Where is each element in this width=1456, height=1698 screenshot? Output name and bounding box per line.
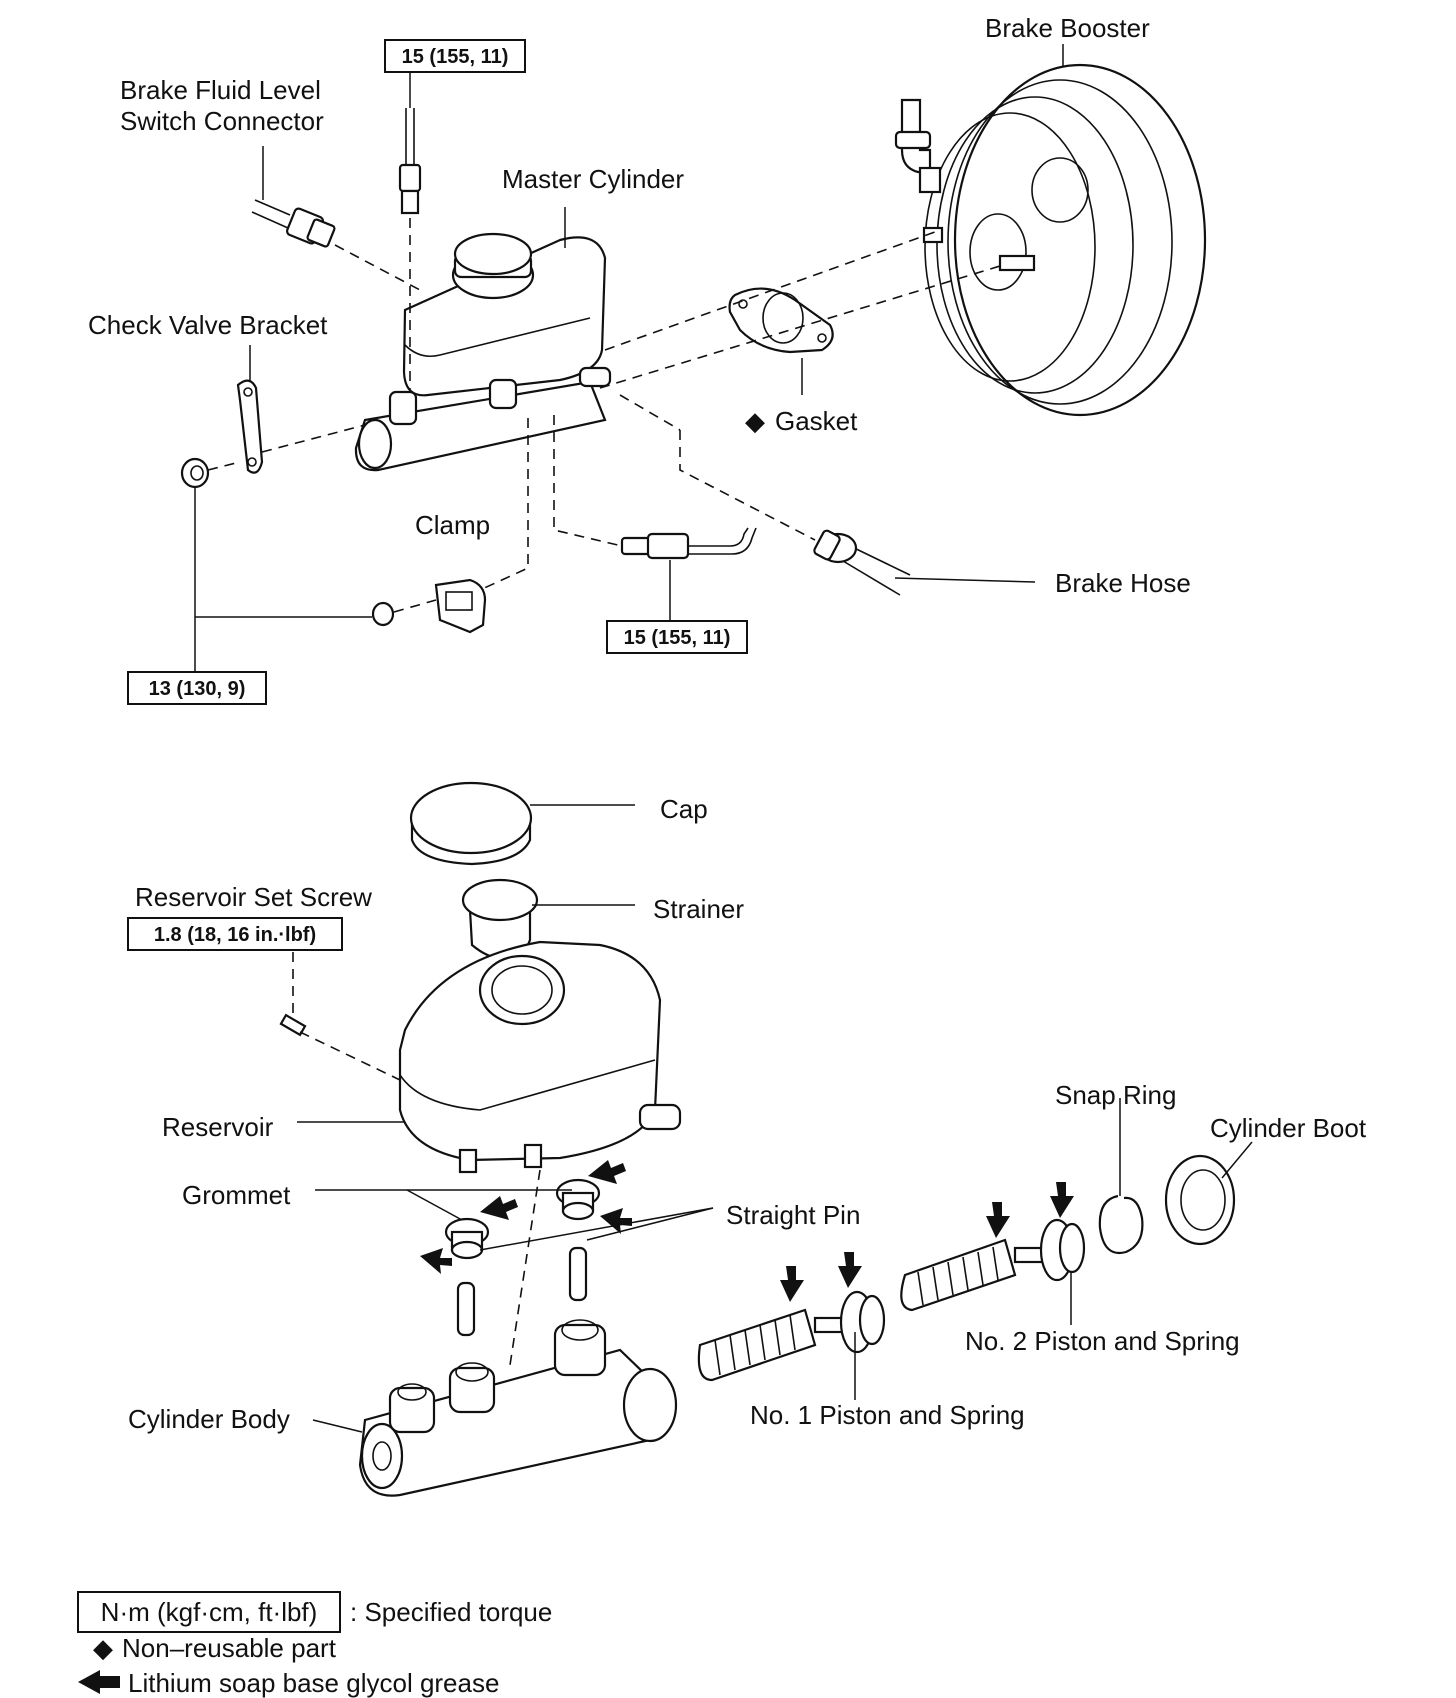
straight-pins: [456, 1246, 588, 1337]
label-gasket: Gasket: [775, 406, 858, 436]
cap: [409, 781, 533, 866]
reservoir-set-screw: [279, 1013, 307, 1037]
label-brake-hose: Brake Hose: [1055, 568, 1191, 598]
no2-piston-and-spring: [900, 1218, 1086, 1312]
middle-brake-line-fitting: [620, 527, 757, 560]
legend-torque-text: : Specified torque: [350, 1597, 552, 1627]
alignment-lines-bottom: [292, 918, 541, 1366]
label-cylinder-boot: Cylinder Boot: [1210, 1113, 1367, 1143]
flange-nut: [180, 457, 210, 489]
brake-booster: [894, 63, 1207, 417]
torque-box-set-screw: 1.8 (18, 16 in.·lbf): [127, 917, 343, 951]
torque-set-screw-text: 1.8 (18, 16 in.·lbf): [154, 924, 316, 946]
label-check-valve-bracket: Check Valve Bracket: [88, 310, 328, 340]
legend-diamond: ◆: [93, 1633, 113, 1663]
torque-top-text: 15 (155, 11): [402, 46, 509, 68]
grommet-right: [555, 1178, 601, 1221]
legend-nonreusable-text: Non–reusable part: [122, 1633, 337, 1663]
label-straight-pin: Straight Pin: [726, 1200, 860, 1230]
torque-box-top: 15 (155, 11): [384, 39, 526, 73]
label-brake-fluid-switch-line2: Switch Connector: [120, 106, 324, 136]
leader-lines-top: [194, 44, 1064, 672]
grease-arrows: [420, 1160, 1074, 1302]
cylinder-body: [358, 1319, 678, 1497]
master-cylinder: [354, 232, 612, 472]
reservoir: [398, 940, 682, 1174]
labels: Brake Booster Brake Fluid Level Switch C…: [88, 13, 1367, 1434]
torque-middle-text: 15 (155, 11): [624, 627, 731, 649]
strainer: [461, 878, 539, 960]
label-no1-piston: No. 1 Piston and Spring: [750, 1400, 1025, 1430]
black-arrow-icon: [78, 1670, 120, 1694]
label-clamp: Clamp: [415, 510, 490, 540]
legend: N·m (kgf·cm, ft·lbf) : Specified torque …: [77, 1591, 552, 1698]
label-brake-fluid-switch-line1: Brake Fluid Level: [120, 75, 321, 105]
label-brake-booster: Brake Booster: [985, 13, 1150, 43]
label-gasket-diamond: ◆: [745, 406, 765, 436]
label-strainer: Strainer: [653, 894, 744, 924]
alignment-lines-top: [207, 218, 1001, 613]
label-master-cylinder: Master Cylinder: [502, 164, 684, 194]
label-reservoir-set-screw: Reservoir Set Screw: [135, 882, 372, 912]
torque-box-bracket-nut: 13 (130, 9): [127, 671, 267, 705]
label-snap-ring: Snap Ring: [1055, 1080, 1176, 1110]
torque-box-middle: 15 (155, 11): [606, 620, 748, 654]
grommet-left: [444, 1217, 490, 1260]
label-reservoir: Reservoir: [162, 1112, 274, 1142]
check-valve-bracket: [236, 379, 264, 474]
label-no2-piston: No. 2 Piston and Spring: [965, 1326, 1240, 1356]
legend-torque-box-text: N·m (kgf·cm, ft·lbf): [101, 1597, 318, 1627]
label-grommet: Grommet: [182, 1180, 291, 1210]
gasket: [728, 287, 834, 354]
no1-piston-and-spring: [697, 1290, 886, 1382]
brake-hose: [813, 529, 911, 596]
label-cap: Cap: [660, 794, 708, 824]
brake-fluid-level-switch-connector: [251, 199, 336, 248]
torque-bracket-nut-text: 13 (130, 9): [149, 678, 246, 700]
cylinder-boot: [1164, 1154, 1236, 1246]
snap-ring: [1098, 1194, 1144, 1255]
leader-lines-bottom: [297, 804, 1253, 1433]
legend-grease-text: Lithium soap base glycol grease: [128, 1668, 499, 1698]
label-cylinder-body: Cylinder Body: [128, 1404, 290, 1434]
top-brake-line-fitting: [398, 108, 422, 215]
clamp: [371, 578, 487, 634]
